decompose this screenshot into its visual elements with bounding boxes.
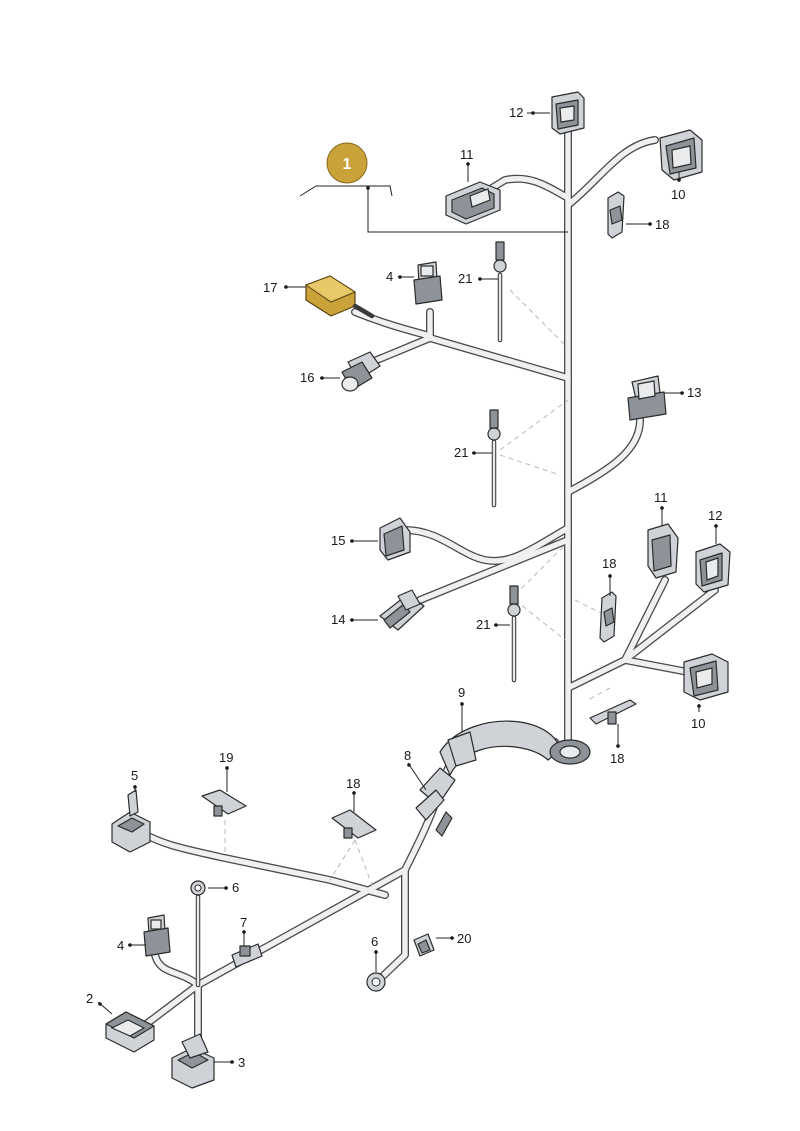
callout-leaders (97, 112, 717, 1063)
callout-10-middle: 10 (691, 716, 705, 731)
connector-4-top (413, 261, 443, 305)
callout-16: 16 (300, 370, 314, 385)
callout-20: 20 (457, 931, 471, 946)
callout-11-top: 11 (460, 147, 474, 162)
control-unit-17-highlighted (304, 275, 375, 319)
callout-21-top: 21 (458, 271, 472, 286)
callout-10-top: 10 (671, 187, 685, 202)
callout-8: 8 (404, 748, 411, 763)
badge-number: 1 (343, 156, 352, 173)
callout-11-middle: 11 (654, 490, 668, 505)
callout-3: 3 (238, 1055, 245, 1070)
connector-3 (171, 1033, 215, 1089)
ring-terminal-6-upper (190, 880, 206, 988)
connector-12-middle (695, 543, 731, 593)
callout-21-middle: 21 (454, 445, 468, 460)
callout-dots (98, 111, 718, 1064)
callout-12-middle: 12 (708, 508, 722, 523)
connector-16 (341, 351, 381, 392)
sensor-21-top (493, 241, 507, 343)
callout-9: 9 (458, 685, 465, 700)
connector-10-middle (683, 653, 729, 701)
connector-5 (111, 789, 151, 853)
connector-20 (413, 933, 435, 957)
clip-19 (201, 789, 247, 817)
callout-6-lower: 6 (371, 934, 378, 949)
callout-21-bottom: 21 (476, 617, 490, 632)
callout-6-upper: 6 (232, 880, 239, 895)
part-reference-badge: 1 (299, 142, 568, 233)
callout-15: 15 (331, 533, 345, 548)
clip-18-lower-right (589, 699, 637, 725)
clip-18-top (607, 191, 625, 239)
callout-4-top: 4 (386, 269, 393, 284)
callout-7: 7 (240, 915, 247, 930)
callout-12-top: 12 (509, 105, 523, 120)
callout-18-top: 18 (655, 217, 669, 232)
connector-15 (379, 517, 411, 561)
connector-12-top (551, 91, 585, 135)
callout-18-middle: 18 (602, 556, 616, 571)
ring-terminal-6-lower (366, 972, 386, 992)
connector-10-top (659, 129, 703, 181)
sensor-21-middle (487, 409, 501, 508)
grommet-9 (439, 720, 591, 776)
connector-11-middle (647, 523, 679, 579)
callout-13: 13 (687, 385, 701, 400)
connector-14 (379, 589, 425, 631)
callout-18-lower-right: 18 (610, 751, 624, 766)
callout-18-bottom: 18 (346, 776, 360, 791)
assembly-dash-lines (224, 289, 611, 886)
connector-4-bottom (143, 914, 171, 957)
callout-2: 2 (86, 991, 93, 1006)
connector-2 (105, 1011, 155, 1053)
callout-19: 19 (219, 750, 233, 765)
callout-5: 5 (131, 768, 138, 783)
sensor-21-bottom (507, 585, 521, 683)
callout-4-bottom: 4 (117, 938, 124, 953)
fuse-holder-7 (231, 943, 263, 968)
callout-17: 17 (263, 280, 277, 295)
callout-14: 14 (331, 612, 345, 627)
clip-18-middle (599, 591, 617, 643)
connector-11-top (445, 181, 501, 225)
conduit-8 (415, 767, 456, 837)
clip-18-bottom (331, 809, 377, 839)
connector-13 (627, 375, 667, 421)
callout-labels: 12 11 10 18 4 21 17 16 13 21 11 12 15 18… (86, 105, 722, 1070)
